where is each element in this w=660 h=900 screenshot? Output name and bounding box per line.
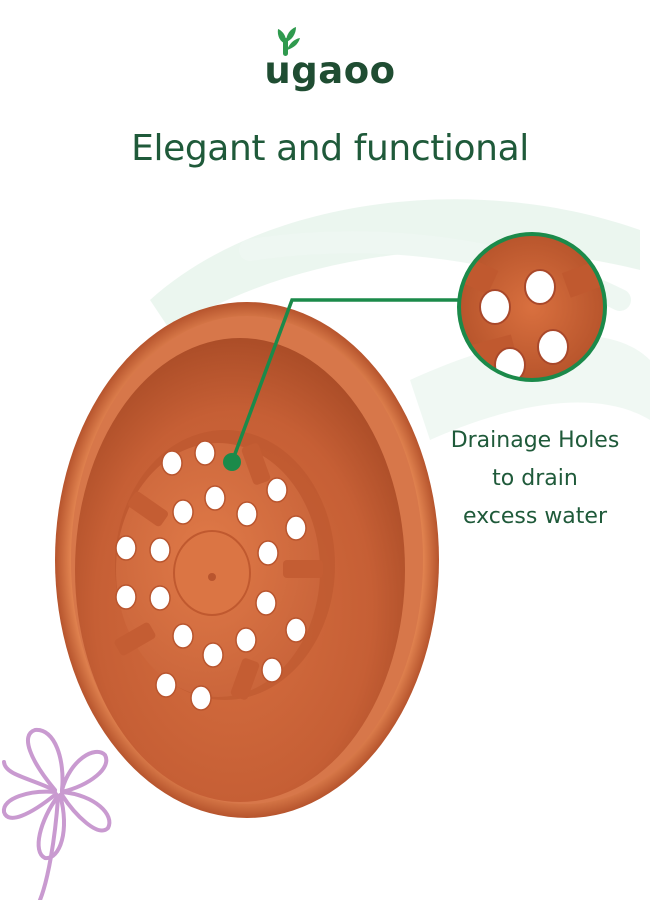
sprout-logo-icon <box>277 27 300 56</box>
doodle-flower-icon <box>2 727 112 900</box>
page-title: Elegant and functional <box>131 128 529 169</box>
callout-leader-line <box>223 298 458 471</box>
brand-wordmark: ugaoo <box>264 49 396 92</box>
callout-line: Drainage Holes <box>450 428 620 453</box>
callout-line: to drain <box>492 466 578 491</box>
plant-pot-icon <box>55 302 439 818</box>
drainage-callout: Drainage Holes to drain excess water <box>430 422 640 536</box>
callout-line: excess water <box>462 504 607 529</box>
brand-logo: ugaoo <box>0 22 660 89</box>
